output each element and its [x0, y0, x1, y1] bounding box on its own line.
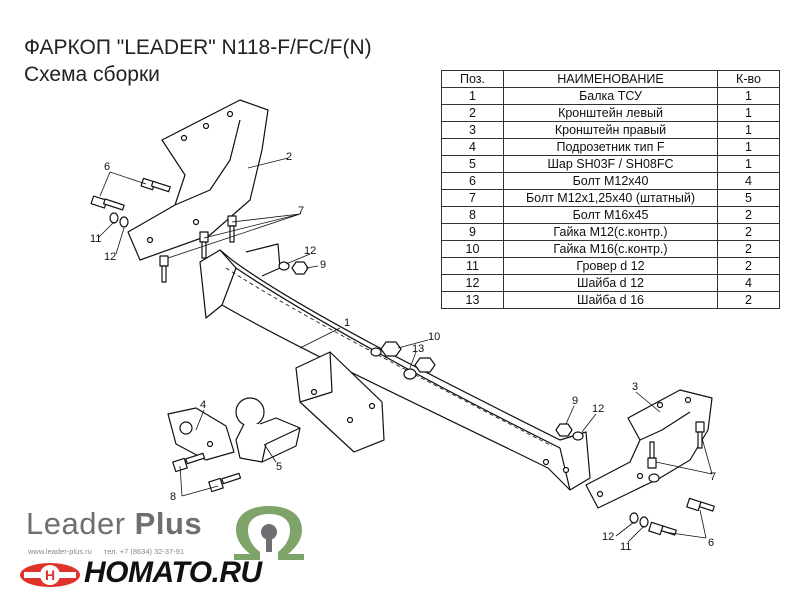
cell-name: Шайба d 12: [503, 274, 718, 292]
callout-7-left: 7: [298, 205, 304, 217]
cell-name: Болт М12х1,25х40 (штатный): [503, 189, 718, 207]
socket-bracket: [167, 407, 235, 461]
cell-name: Шайба d 16: [503, 291, 718, 309]
callout-6-right: 6: [708, 537, 714, 549]
svg-text:H: H: [45, 567, 55, 583]
cell-qty: 2: [717, 291, 780, 309]
callout-4: 4: [200, 399, 206, 411]
callout-labels: 1 2 3 4 5 6 6 7 7 8 9 9 10 11 11 12 12 1…: [90, 151, 716, 553]
callout-10: 10: [428, 331, 440, 343]
brand-logo-text: Leader Plus: [26, 506, 202, 542]
retailer-logo-text: HOMATO.RU: [84, 556, 262, 589]
callout-13: 13: [412, 343, 424, 355]
website-text[interactable]: www.leader-plus.ru: [28, 547, 92, 556]
cell-name: Болт М16х45: [503, 206, 718, 224]
right-bracket: [585, 389, 713, 509]
callout-12-bottom: 12: [602, 531, 614, 543]
cell-position: 13: [441, 291, 504, 309]
callout-1: 1: [344, 317, 350, 329]
main-beam: [199, 243, 591, 491]
callout-11-left: 11: [90, 233, 101, 245]
callout-12-left: 12: [104, 251, 116, 263]
brand-contacts: www.leader-plus.ru тел. +7 (8634) 32-37-…: [28, 547, 194, 556]
phone-text: тел. +7 (8634) 32-37-91: [103, 547, 185, 556]
brand-name: Leader: [26, 506, 126, 541]
callout-6-left: 6: [104, 161, 110, 173]
cell-name: Кронштейн правый: [503, 121, 718, 139]
page-subtitle: Схема сборки: [24, 63, 160, 86]
cell-name: Шар SH03F / SH08FC: [503, 155, 718, 173]
callout-12-right: 12: [592, 403, 604, 415]
cell-position: 12: [441, 274, 504, 292]
callout-9-left: 9: [320, 259, 326, 271]
callout-12-mid: 12: [304, 245, 316, 257]
leader-lines: [97, 157, 713, 543]
fasteners: [90, 177, 715, 536]
callout-3: 3: [632, 381, 638, 393]
callout-8: 8: [170, 491, 176, 503]
page-title: ФАРКОП "LEADER" N118-F/FC/F(N): [24, 36, 372, 59]
callout-5: 5: [276, 461, 282, 473]
washers-and-nuts: [109, 212, 660, 528]
callout-11-right: 11: [620, 541, 631, 553]
callout-2: 2: [286, 151, 292, 163]
brand-plus: Plus: [134, 506, 203, 541]
callout-9-right: 9: [572, 395, 578, 407]
left-bracket: [127, 99, 269, 261]
brand-omega-icon: [234, 506, 304, 560]
tow-ball: [235, 397, 301, 463]
homato-logo-icon: H: [20, 563, 80, 587]
callout-7-right: 7: [710, 471, 716, 483]
